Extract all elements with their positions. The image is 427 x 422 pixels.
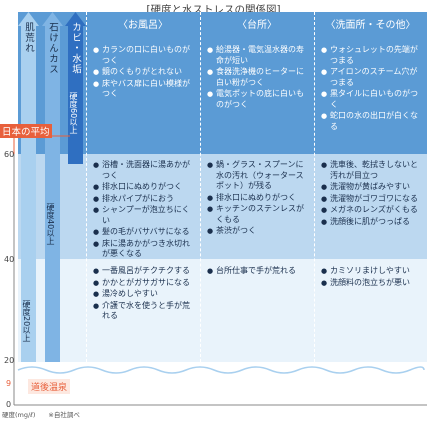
hardness-label-60: 硬度60以上 <box>69 92 78 135</box>
arrow-label-scale: カビ・水垢 <box>70 22 81 75</box>
issue-item: 床やバス扉に白い模様がつく <box>93 79 197 100</box>
issue-item: 黒タイルに白いものがつく <box>321 89 425 110</box>
y-tick-20: 20 <box>4 356 15 365</box>
footer-note: 硬度(mg/ℓ) ※自社調べ <box>2 411 80 419</box>
issue-item: 洗顔料の泡立ちが悪い <box>321 278 425 289</box>
column-header-washroom: 〈洗面所・その他〉 <box>325 20 416 31</box>
arrow-soap <box>42 12 63 362</box>
column-divider <box>314 12 315 362</box>
avg-label: 日本の平均 <box>0 124 52 138</box>
issue-item: 食器洗浄機のヒーターに白い粉がつく <box>207 67 311 88</box>
column-header-bath: 〈お風呂〉 <box>118 20 168 31</box>
y-tick-9: 9 <box>6 379 12 388</box>
cell-kitchen-40: 鍋・グラス・スプーンに水の汚れ（ウォータースポット）が残る排水口にぬめりがつくキ… <box>207 160 311 238</box>
issue-item: 電気ポットの底に白いものがつく <box>207 89 311 110</box>
hardness-label-20: 硬度20以上 <box>22 300 31 343</box>
issue-item: 介護で水を使うと手が荒れる <box>93 301 197 322</box>
y-tick-0: 0 <box>6 400 12 409</box>
column-divider <box>200 12 201 362</box>
cell-washroom-40: 洗車後、乾拭きしないと汚れが目立つ洗濯物が黄ばみやすい洗濯物がゴワゴワになるメガ… <box>321 160 425 228</box>
hardness-label-40: 硬度40以上 <box>46 203 55 246</box>
issue-item: シャンプーが泡立ちにくい <box>93 205 197 226</box>
y-tick-40: 40 <box>4 255 15 264</box>
issue-item: 洗車後、乾拭きしないと汚れが目立つ <box>321 160 425 181</box>
issue-item: かかとがガサガサになる <box>93 278 197 289</box>
issue-item: 洗濯物が黄ばみやすい <box>321 182 425 193</box>
issue-item: 排水パイプがにおう <box>93 194 197 205</box>
arrow-scale <box>65 12 86 164</box>
issue-item: 台所仕事で手が荒れる <box>207 266 311 277</box>
cell-washroom-60: ウォシュレットの先端がつまるアイロンのスチーム穴がつまる黒タイルに白いものがつく… <box>321 45 425 133</box>
issue-item: 浴槽・洗面器に湯あかがつく <box>93 160 197 181</box>
onsen-label: 道後温泉 <box>28 379 71 394</box>
issue-item: 蛇口の水の出口が白くなる <box>321 111 425 132</box>
issue-item: 排水口にぬめりがつく <box>207 193 311 204</box>
issue-item: 床に湯あかがつき水切れが悪くなる <box>93 239 197 260</box>
issue-item: 鍋・グラス・スプーンに水の汚れ（ウォータースポット）が残る <box>207 160 311 192</box>
column-header-kitchen: 〈台所〉 <box>237 20 277 31</box>
wave-line <box>17 366 425 374</box>
issue-item: 茶渋がつく <box>207 226 311 237</box>
issue-item: 鏡のくもりがとれない <box>93 67 197 78</box>
arrow-label-skin: 肌荒れ <box>23 22 34 54</box>
issue-item: キッチンのステンレスがくもる <box>207 204 311 225</box>
issue-item: 一番風呂がチクチクする <box>93 266 197 277</box>
arrow-label-soap: 石けんカス <box>47 22 58 75</box>
issue-item: メガネのレンズがくもる <box>321 205 425 216</box>
issue-item: 洗濯物がゴワゴワになる <box>321 194 425 205</box>
issue-item: 洗顔後に肌がつっぱる <box>321 217 425 228</box>
cell-kitchen-20: 台所仕事で手が荒れる <box>207 266 311 278</box>
issue-item: ウォシュレットの先端がつまる <box>321 45 425 66</box>
hardness-arrows <box>18 12 86 362</box>
issue-item: カランの口に白いものがつく <box>93 45 197 66</box>
arrow-skin <box>18 12 39 362</box>
cell-kitchen-60: 給湯器・電気温水器の寿命が短い食器洗浄機のヒーターに白い粉がつく電気ポットの底に… <box>207 45 311 111</box>
issue-item: 湯冷めしやすい <box>93 289 197 300</box>
cell-bath-60: カランの口に白いものがつく鏡のくもりがとれない床やバス扉に白い模様がつく <box>93 45 197 101</box>
issue-item: 髪の毛がバサバサになる <box>93 227 197 238</box>
issue-item: アイロンのスチーム穴がつまる <box>321 67 425 88</box>
cell-bath-20: 一番風呂がチクチクするかかとがガサガサになる湯冷めしやすい介護で水を使うと手が荒… <box>93 266 197 323</box>
y-tick-60: 60 <box>4 150 15 159</box>
cell-bath-40: 浴槽・洗面器に湯あかがつく排水口にぬめりがつく排水パイプがにおうシャンプーが泡立… <box>93 160 197 261</box>
issue-item: 給湯器・電気温水器の寿命が短い <box>207 45 311 66</box>
cell-washroom-20: カミソリまけしやすい洗顔料の泡立ちが悪い <box>321 266 425 289</box>
issue-item: カミソリまけしやすい <box>321 266 425 277</box>
issue-item: 排水口にぬめりがつく <box>93 182 197 193</box>
column-divider <box>86 12 87 362</box>
